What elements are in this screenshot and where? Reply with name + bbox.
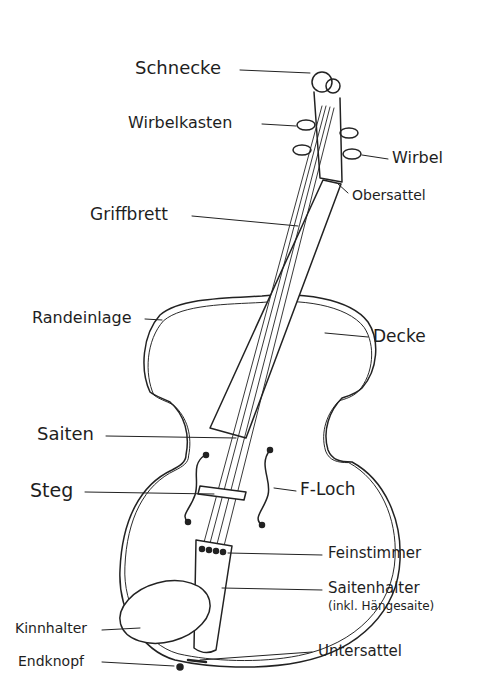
part-label: Griffbrett [90,205,168,225]
peg [340,128,358,138]
part-label: Saiten [37,424,94,445]
f-hole [204,453,209,458]
part-label: Obersattel [352,187,426,203]
peg [297,120,315,130]
chin-rest [113,571,217,653]
f-hole [258,450,270,525]
part-label: Endknopf [18,653,84,669]
part-label: F-Loch [300,480,356,500]
part-label: Wirbelkasten [128,114,232,132]
part-label: Wirbel [392,149,443,167]
part-label: Untersattel [318,643,402,660]
scroll [312,72,332,92]
scroll [326,79,340,93]
part-label: Feinstimmer [328,545,421,562]
saddle [188,660,206,662]
peg [293,145,311,155]
part-label: Randeinlage [32,309,132,327]
bridge [198,486,246,500]
f-hole [260,523,265,528]
peg [343,149,361,159]
part-label: Steg [30,480,73,502]
f-hole [268,448,273,453]
f-hole [185,455,205,522]
part-label: (inkl. Hängesaite) [328,600,434,614]
part-label: Schnecke [135,58,221,79]
end-pin [177,664,183,670]
fingerboard [210,180,341,438]
part-label: Saitenhalter [328,580,420,597]
fine-tuners [200,547,226,555]
f-hole [186,520,191,525]
part-label: Decke [373,327,426,347]
part-label: Kinnhalter [15,620,87,636]
leader-lines [85,70,388,666]
